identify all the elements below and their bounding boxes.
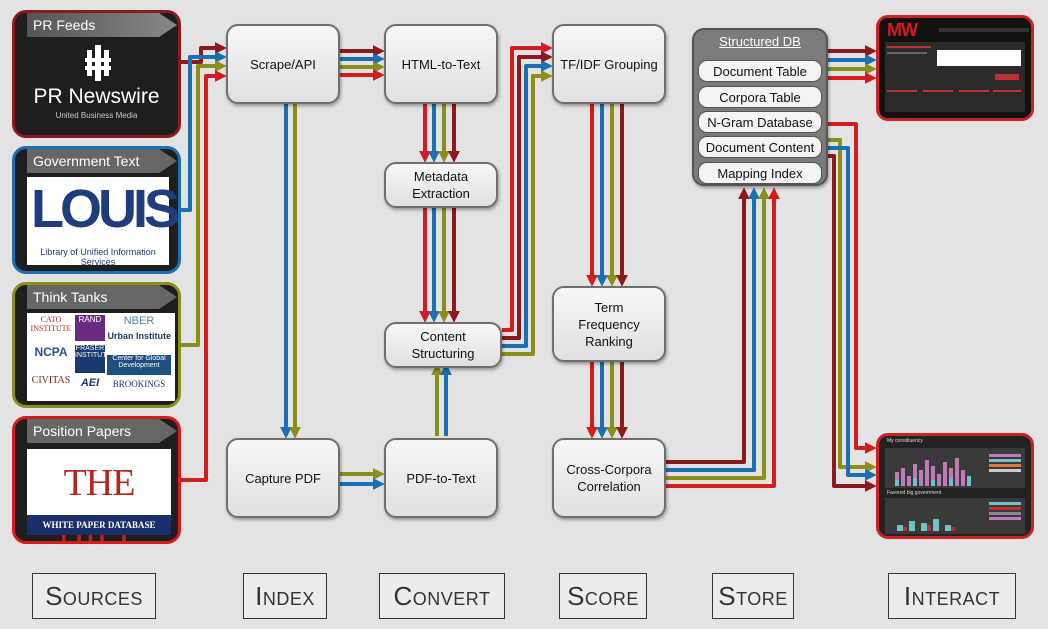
interact-chart-title-2: Favored big government [887, 490, 942, 496]
tfidf-grouping-node[interactable]: TF/IDF Grouping [552, 24, 666, 104]
capture-pdf-node[interactable]: Capture PDF [226, 438, 340, 518]
louisdb-logo: LOUISdb Library of Unified Information S… [27, 177, 178, 267]
fraser-logo: FRASER INSTITUTE [75, 345, 111, 373]
db-item-mapping-index[interactable]: Mapping Index [698, 162, 822, 184]
stage-store: Store [712, 573, 794, 619]
the-hill-logo: THE HILL WHITE PAPER DATABASE [27, 449, 171, 541]
louisdb-logo-main: LOUIS [31, 179, 178, 239]
source-title: PR Feeds [33, 17, 96, 33]
pr-newswire-logo-icon [85, 45, 111, 81]
stage-score: Score [559, 573, 647, 619]
ncpa-logo: NCPA [34, 345, 68, 359]
rand-logo: RAND [75, 315, 105, 341]
civitas-logo: CIVITAS [31, 375, 71, 386]
source-tab-arrow-icon [27, 13, 177, 37]
interact-chart-panel [885, 448, 1025, 488]
interact-web-app-screenshot[interactable]: MW [876, 15, 1034, 121]
source-think-tanks[interactable]: Think Tanks CATO INSTITUTE RAND NBER Urb… [12, 282, 181, 408]
interact-top-logo: MW [887, 20, 918, 40]
db-item-document-content[interactable]: Document Content [698, 136, 822, 158]
source-title: Think Tanks [33, 289, 108, 305]
structured-db[interactable]: Structured DB Document Table Corpora Tab… [692, 28, 828, 186]
interact-chart-panel-2 [885, 498, 1025, 534]
think-tank-logos: CATO INSTITUTE RAND NBER Urban Institute… [27, 313, 175, 401]
stage-sources: Sources [32, 573, 156, 619]
cato-logo: CATO INSTITUTE [30, 315, 72, 333]
source-tab-arrow-icon [27, 149, 177, 173]
stage-interact: Interact [888, 573, 1016, 619]
structured-db-title: Structured DB [719, 34, 801, 49]
pr-newswire-logo-subtitle: United Business Media [55, 111, 138, 120]
pr-newswire-logo-text: PR Newswire [33, 85, 160, 108]
term-frequency-ranking-node[interactable]: Term Frequency Ranking [552, 286, 666, 362]
cgd-logo: Center for Global Development [107, 355, 171, 375]
db-item-corpora-table[interactable]: Corpora Table [698, 86, 822, 108]
source-pr-feeds[interactable]: PR Feeds PR Newswire United Business Med… [12, 10, 181, 138]
pdf-to-text-node[interactable]: PDF-to-Text [384, 438, 498, 518]
louisdb-logo-suffix: db [176, 203, 178, 233]
html-to-text-node[interactable]: HTML-to-Text [384, 24, 498, 104]
source-tab-arrow-icon [27, 285, 177, 309]
source-position-papers[interactable]: Position Papers THE HILL WHITE PAPER DAT… [12, 416, 181, 544]
stage-index: Index [243, 573, 327, 619]
metadata-extraction-node[interactable]: Metadata Extraction [384, 162, 498, 208]
stage-convert: Convert [379, 573, 505, 619]
louisdb-logo-subtitle: Library of Unified Information Services [40, 247, 156, 267]
content-structuring-node[interactable]: Content Structuring [384, 322, 502, 368]
interact-chart-screenshot[interactable]: My constituency Favored big government [876, 433, 1034, 539]
source-title: Position Papers [33, 423, 132, 439]
source-tab-arrow-icon [27, 419, 177, 443]
interact-top-panel [885, 42, 1025, 112]
nber-logo: NBER [123, 315, 155, 327]
db-item-document-table[interactable]: Document Table [698, 60, 822, 82]
source-government-text[interactable]: Government Text LOUISdb Library of Unifi… [12, 146, 181, 274]
interact-top-nav [939, 28, 1029, 32]
cross-corpora-correlation-node[interactable]: Cross-Corpora Correlation [552, 438, 666, 518]
the-hill-logo-subtitle: WHITE PAPER DATABASE [27, 515, 171, 535]
db-item-ngram-database[interactable]: N-Gram Database [698, 111, 822, 133]
urban-institute-logo: Urban Institute [107, 331, 171, 341]
interact-chart-title: My constituency [887, 438, 923, 444]
brookings-logo: BROOKINGS [112, 379, 166, 389]
scrape-api-node[interactable]: Scrape/API [226, 24, 340, 104]
source-title: Government Text [33, 153, 140, 169]
aei-logo: AEI [80, 377, 100, 389]
